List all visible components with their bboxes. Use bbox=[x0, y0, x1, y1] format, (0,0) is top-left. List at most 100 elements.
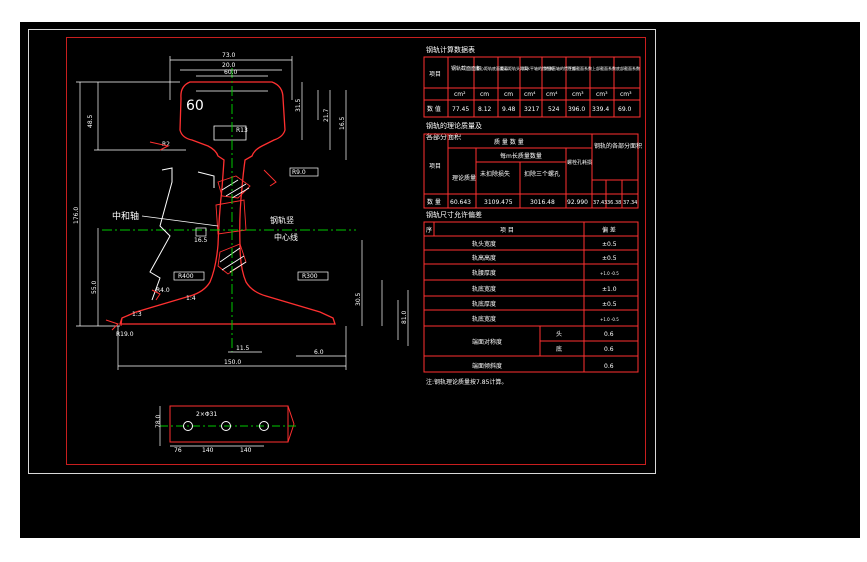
t1-v-5: 396.0 bbox=[568, 106, 585, 113]
t2-v-0: 60.643 bbox=[450, 199, 471, 206]
table-3: 钢轨尺寸允许偏差 序 项 目 偏 差 轨头宽度 ±0.5 轨高高度 ±0.5 轨… bbox=[423, 210, 639, 386]
t3-asym-item: 端面对称度 bbox=[472, 338, 502, 346]
t1-h-1: 钢轨截面面积 bbox=[451, 65, 481, 72]
t3-asym-dev2: 0.6 bbox=[604, 346, 614, 353]
t1-h-0: 项目 bbox=[429, 71, 441, 78]
t2-row-label: 数 量 bbox=[427, 198, 441, 206]
bolt-hole-detail: 2×Φ31 76 140 140 78.0 bbox=[155, 405, 296, 454]
drill-dim-4: 140 bbox=[240, 447, 252, 454]
t1-u-7: cm³ bbox=[620, 91, 632, 98]
t1-h-3: 重心距轨头距离 bbox=[500, 65, 528, 71]
drill-dim-2: 76 bbox=[174, 447, 182, 454]
t2-col-without-loss: 未扣除损失 bbox=[480, 170, 510, 178]
label-center-line-2: 中心线 bbox=[274, 232, 298, 242]
t3-item-5: 轨底宽度 bbox=[472, 315, 496, 323]
dim-head-height: 48.5 bbox=[87, 114, 94, 128]
t3-asym-sub1: 头 bbox=[556, 330, 562, 338]
web-break-outline bbox=[149, 167, 215, 301]
t3-last-item: 端面倾斜度 bbox=[472, 362, 502, 370]
t1-v-7: 69.0 bbox=[618, 106, 632, 113]
t3-dev-2: +1.0 -0.5 bbox=[600, 271, 619, 276]
t3-item-4: 轨底厚度 bbox=[472, 300, 496, 308]
dim-base-th2: 6.0 bbox=[314, 349, 324, 356]
t1-u-1: cm bbox=[480, 91, 489, 98]
t1-h-6: 下部截面系数 bbox=[568, 65, 592, 71]
t3-dev-4: ±0.5 bbox=[602, 301, 617, 308]
t3-col-dev: 偏 差 bbox=[602, 226, 616, 234]
t2-col-area: 钢轨的各部分面积 bbox=[594, 142, 642, 150]
table2-subtitle: 各部分面积 bbox=[426, 132, 461, 141]
t1-h-8: 底部截面系数 bbox=[616, 65, 640, 71]
rail-profile: 60 bbox=[119, 81, 336, 327]
dim-head-width: 73.0 bbox=[222, 52, 236, 59]
t1-u-5: cm³ bbox=[572, 91, 584, 98]
rail-head-left bbox=[179, 97, 225, 189]
t3-asym-dev1: 0.6 bbox=[604, 331, 614, 338]
dim-top-r2: 60.0 bbox=[224, 69, 238, 76]
dim-r-neutral: R400 bbox=[178, 273, 194, 280]
dim-r-v4: 30.5 bbox=[355, 292, 362, 306]
drill-dim-1: 2×Φ31 bbox=[196, 411, 217, 418]
rail-web bbox=[119, 187, 336, 325]
bolt-hole bbox=[259, 421, 269, 431]
rail-mark-text: 60 bbox=[186, 98, 204, 114]
t1-u-6: cm³ bbox=[596, 91, 608, 98]
t3-dev-0: ±0.5 bbox=[602, 241, 617, 248]
dim-top-r1: 20.0 bbox=[222, 62, 236, 69]
label-center-line-1: 钢轨竖 bbox=[270, 215, 294, 225]
rail-head-outline bbox=[180, 81, 286, 189]
t1-u-2: cm bbox=[504, 91, 513, 98]
t2-v-3: 92.990 bbox=[567, 199, 588, 206]
dim-r-v5: 81.0 bbox=[401, 310, 408, 324]
table1-title: 钢轨计算数据表 bbox=[426, 45, 475, 54]
bolt-hole bbox=[221, 421, 231, 431]
table-1: 钢轨计算数据表 项目 钢轨截面面积 重心距轨底面距离 重心距轨头距离 对水平轴的… bbox=[423, 45, 641, 118]
t1-v-0: 77.45 bbox=[452, 106, 469, 113]
dim-left-v2: 55.0 bbox=[91, 280, 98, 294]
dim-rail-height: 176.0 bbox=[73, 207, 80, 224]
dim-web-thick: 16.5 bbox=[194, 237, 208, 244]
t1-h-5: 对垂直轴的惯性矩 bbox=[544, 65, 576, 71]
t3-col-no: 序 bbox=[426, 226, 432, 234]
t2-h-mass-per-meter: 每m长质量数量 bbox=[500, 152, 542, 160]
center-lines bbox=[102, 68, 356, 352]
head-detail bbox=[196, 90, 268, 141]
table-2: 钢轨的理论质量及 各部分面积 项目 质 量 数 量 每m长质量数量 理论质量 未… bbox=[423, 121, 642, 209]
t2-v-4: 37.43 bbox=[593, 200, 607, 206]
dim-angle2: 1:4 bbox=[186, 295, 196, 302]
t2-col-theoretical: 理论质量 bbox=[452, 174, 476, 182]
dim-angle1: 1:3 bbox=[132, 311, 142, 318]
t1-h-2: 重心距轨底面距离 bbox=[476, 65, 508, 71]
section-hatch bbox=[215, 175, 251, 275]
t1-u-4: cm⁴ bbox=[546, 91, 558, 98]
t2-v-2: 3016.48 bbox=[530, 199, 555, 206]
dim-r-top: R13 bbox=[236, 127, 248, 134]
dim-r-head2: R9.0 bbox=[292, 169, 306, 176]
t2-v-6: 37.34 bbox=[623, 200, 637, 206]
drawing-frame bbox=[66, 37, 646, 465]
t3-item-1: 轨高高度 bbox=[472, 254, 496, 262]
drawing-sheet-border bbox=[28, 29, 656, 474]
label-neutral-axis: 中和轴 bbox=[112, 210, 139, 222]
t1-h-7: 上部截面系数 bbox=[592, 65, 616, 71]
t3-asym-sub2: 底 bbox=[556, 345, 562, 353]
t2-h-mass: 质 量 数 量 bbox=[494, 138, 524, 146]
table3-title: 钢轨尺寸允许偏差 bbox=[426, 210, 482, 219]
t1-h-4: 对水平轴的惯性矩 bbox=[522, 65, 554, 71]
t1-v-6: 339.4 bbox=[592, 106, 609, 113]
t1-v-2: 9.48 bbox=[502, 106, 516, 113]
dim-right-v2: 21.7 bbox=[323, 108, 330, 122]
t3-item-0: 轨头宽度 bbox=[472, 240, 496, 248]
dim-r-web: R2 bbox=[162, 141, 170, 148]
t3-col-item: 项 目 bbox=[500, 227, 514, 234]
t3-dev-5: +1.0 -0.5 bbox=[600, 317, 619, 322]
t1-v-3: 3217 bbox=[524, 106, 539, 113]
t1-row-label: 数 值 bbox=[427, 105, 441, 113]
leader-markers bbox=[105, 141, 277, 331]
drill-height: 78.0 bbox=[155, 414, 162, 428]
t1-u-3: cm⁴ bbox=[524, 91, 536, 98]
t2-v-5: 36.38 bbox=[607, 200, 621, 206]
t2-col-with-loss: 扣除三个螺孔 bbox=[524, 170, 560, 178]
t2-col-bolt: 螺栓孔耗损 bbox=[567, 159, 592, 166]
